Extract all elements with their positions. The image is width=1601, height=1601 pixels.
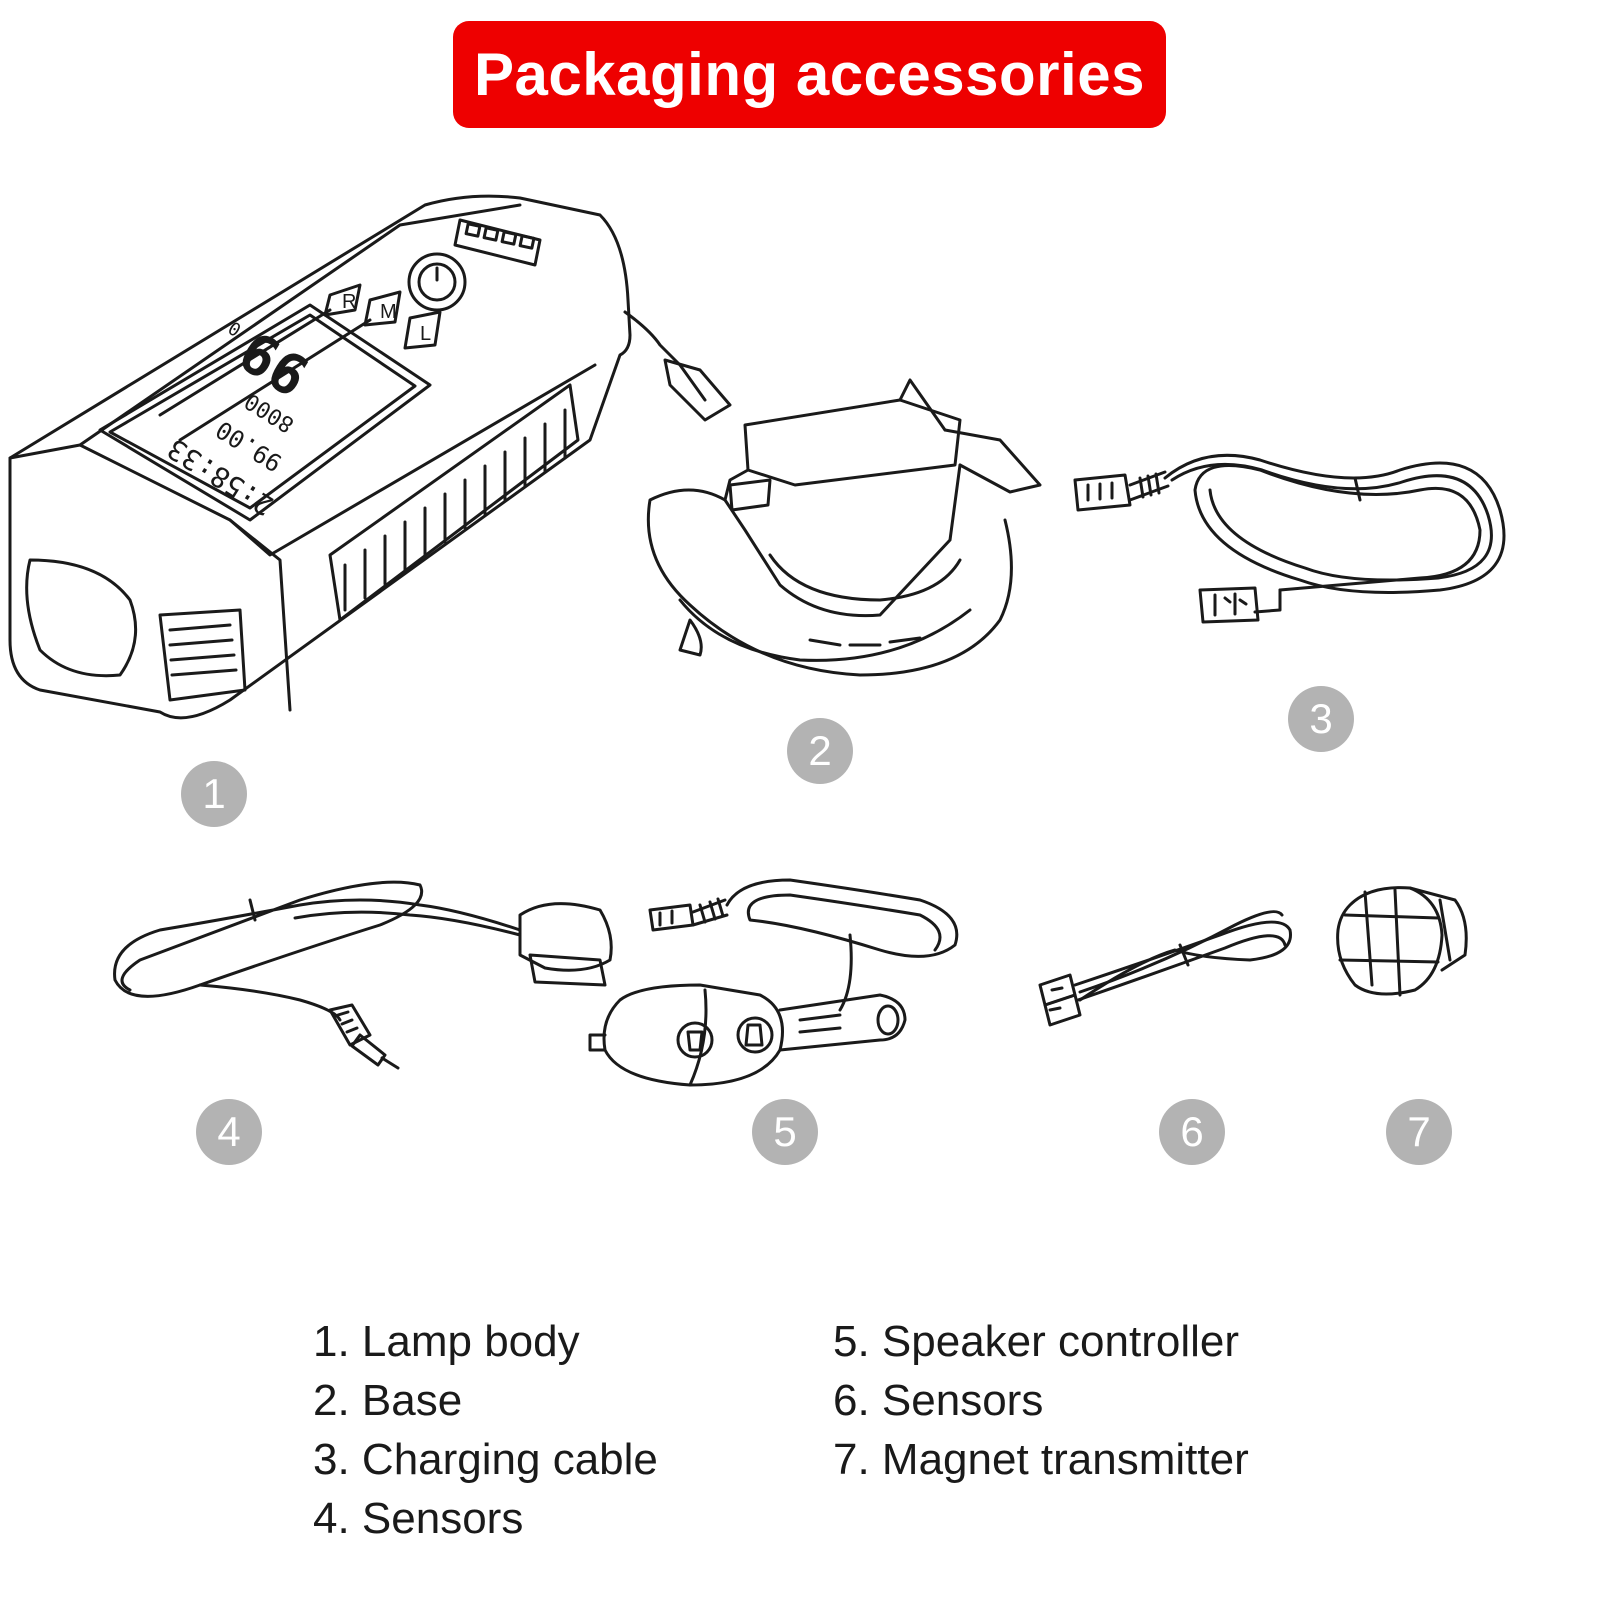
legend-item-4: 4. Sensors — [313, 1494, 524, 1543]
button-r-label: R — [342, 291, 356, 313]
item-number-badge-5: 5 — [752, 1099, 818, 1165]
legend-item-3: 3. Charging cable — [313, 1435, 658, 1484]
usb-cable-icon — [1073, 453, 1506, 624]
legend-item-2: 2. Base — [313, 1376, 463, 1425]
lamp-body-icon — [8, 194, 732, 720]
mount-base-icon — [646, 378, 1042, 677]
item-number-badge-3: 3 — [1288, 686, 1354, 752]
cable-bundle-icon — [1038, 910, 1292, 1027]
page-title: Packaging accessories — [474, 41, 1145, 108]
title-banner: Packaging accessories — [453, 21, 1166, 128]
button-m-label: M — [380, 301, 397, 323]
lamp-display-text: 2:58:33 99.00 8000 99 0 — [162, 316, 321, 522]
sensor-cable-icon — [113, 880, 613, 1070]
legend-left-column: 1. Lamp body 2. Base 3. Charging cable 4… — [313, 1312, 658, 1548]
legend-item-6: 6. Sensors — [833, 1376, 1044, 1425]
legend-item-7: 7. Magnet transmitter — [833, 1435, 1249, 1484]
legend-item-5: 5. Speaker controller — [833, 1317, 1239, 1366]
item-number-badge-6: 6 — [1159, 1099, 1225, 1165]
magnet-icon — [1336, 886, 1468, 997]
speaker-controller-icon — [588, 878, 959, 1087]
button-l-label: L — [420, 323, 431, 345]
item-number-badge-1: 1 — [181, 761, 247, 827]
item-number-badge-7: 7 — [1386, 1099, 1452, 1165]
lcd-readout-5: 0 — [225, 316, 245, 340]
lamp-mode-buttons: R M L — [342, 291, 431, 345]
legend-item-1: 1. Lamp body — [313, 1317, 580, 1366]
item-number-badge-4: 4 — [196, 1099, 262, 1165]
item-number-badge-2: 2 — [787, 718, 853, 784]
lcd-readout-4: 99 — [229, 317, 321, 408]
legend-right-column: 5. Speaker controller 6. Sensors 7. Magn… — [833, 1312, 1249, 1489]
